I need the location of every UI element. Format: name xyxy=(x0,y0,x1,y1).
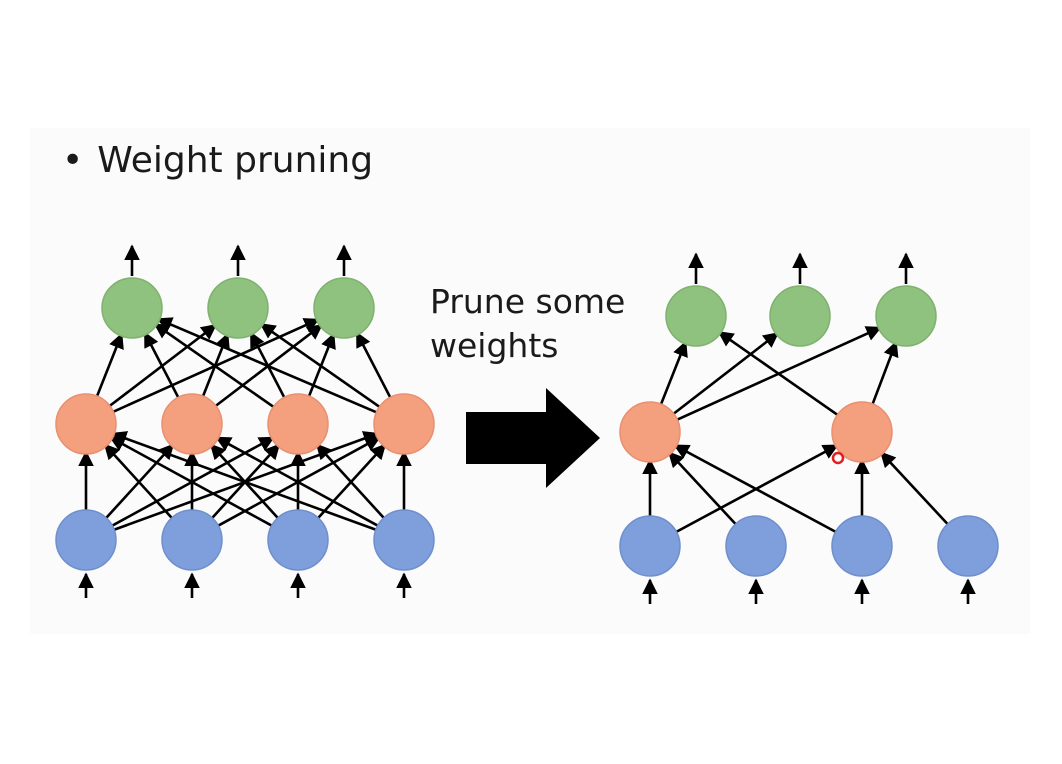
edge-input-to-hidden xyxy=(215,436,381,528)
input-node xyxy=(161,509,223,571)
input-node xyxy=(373,509,435,571)
original-network xyxy=(55,244,435,598)
edge-input-to-hidden xyxy=(103,443,175,521)
output-node xyxy=(769,285,831,347)
edge-hidden-to-output xyxy=(153,322,276,410)
edge-hidden-to-output xyxy=(870,340,899,407)
hidden-node xyxy=(619,401,681,463)
input-node xyxy=(267,509,329,571)
hidden-node xyxy=(267,393,329,455)
hidden-node xyxy=(55,393,117,455)
title-text: Weight pruning xyxy=(97,140,374,181)
edge-hidden-to-output xyxy=(671,332,780,416)
input-node xyxy=(619,515,681,577)
edge-hidden-to-output xyxy=(143,331,181,400)
prune-label-line1: Prune some xyxy=(430,282,626,321)
output-node xyxy=(313,277,375,339)
edge-hidden-to-output xyxy=(659,340,688,407)
prune-label-line2: weights xyxy=(430,326,559,365)
prune-label: Prune some weights xyxy=(430,280,625,368)
edge-hidden-to-output xyxy=(717,330,840,418)
hidden-node xyxy=(161,393,223,455)
input-node xyxy=(55,509,117,571)
big-right-arrow-icon xyxy=(466,388,600,488)
bullet-title: • Weight pruning xyxy=(62,140,373,181)
output-node xyxy=(875,285,937,347)
edge-input-to-hidden xyxy=(668,451,738,527)
bullet-icon: • xyxy=(62,140,84,181)
input-node xyxy=(725,515,787,577)
hidden-node xyxy=(831,401,893,463)
output-node xyxy=(665,285,727,347)
edge-input-to-hidden xyxy=(109,436,275,528)
edge-hidden-to-output xyxy=(259,322,382,410)
edge-input-to-hidden xyxy=(880,451,950,527)
output-node xyxy=(101,277,163,339)
cursor-indicator-icon xyxy=(831,451,845,465)
input-node xyxy=(937,515,999,577)
input-node xyxy=(831,515,893,577)
edge-input-to-hidden xyxy=(673,444,838,534)
edge-input-to-hidden xyxy=(110,431,379,532)
pruned-network xyxy=(619,252,999,604)
edge-hidden-to-output xyxy=(95,332,124,399)
output-node xyxy=(207,277,269,339)
hidden-node xyxy=(373,393,435,455)
edge-input-to-hidden xyxy=(315,443,387,521)
edge-hidden-to-output xyxy=(156,317,379,415)
edge-hidden-to-output xyxy=(355,331,393,400)
